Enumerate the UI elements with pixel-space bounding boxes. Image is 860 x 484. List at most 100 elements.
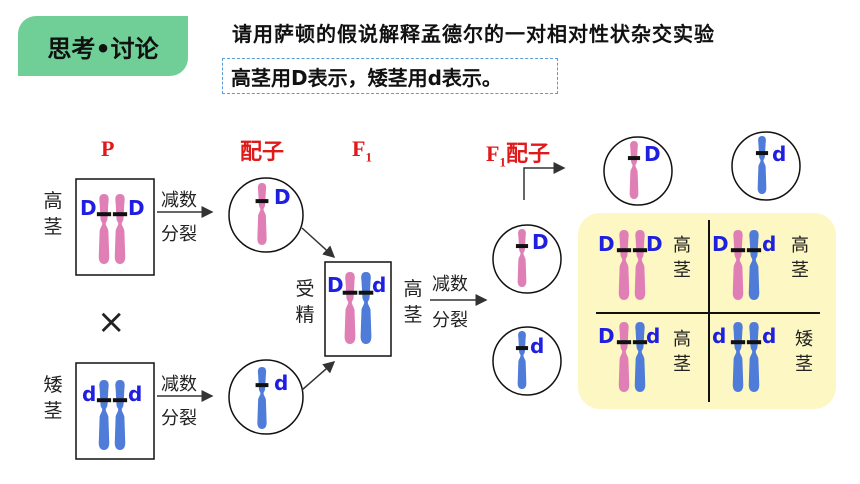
arrow-fertilize-from-d [301, 361, 336, 391]
header-f1-gamete-letter: F [486, 141, 500, 166]
chromosome-offspring-1-right-gene-locus [632, 248, 648, 253]
question-text: 请用萨顿的假说解释孟德尔的一对相对性状杂交实验 [232, 22, 715, 46]
punnett-cell-4-phenotype: 矮茎 [795, 329, 813, 375]
gene-gamete-d: d [274, 371, 288, 395]
chromosome-offspring-3-right [634, 322, 646, 392]
f1-gamete-circle-D [492, 224, 562, 294]
chromosome-f1-left [344, 272, 356, 344]
chromosome-offspring-4-left-gene-locus [730, 340, 746, 345]
chromosome-f1-left-gene-locus [342, 290, 358, 295]
arrow-f1-gamete-to-top [523, 162, 566, 200]
gene-offspring-2-left: D [712, 232, 729, 256]
chromosome-parent-dwarf-right [114, 380, 126, 450]
chromosome-offspring-3-left-gene-locus [616, 340, 632, 345]
gene-f1-left: D [327, 273, 344, 297]
step-meiosis-bottom-line1: 减数 [161, 374, 197, 395]
step-meiosis-f1-line2: 分裂 [432, 310, 468, 331]
punnett-cell-1-phenotype: 高茎 [673, 235, 691, 281]
chromosome-f1-gamete-D-gene-locus [515, 244, 529, 249]
gene-offspring-4-right: d [762, 324, 776, 348]
gamete-circle-d [228, 359, 304, 435]
chromosome-offspring-2-right-gene-locus [746, 248, 762, 253]
chromosome-gamete-D [257, 183, 267, 245]
chromosome-parent-dwarf-left [98, 380, 110, 450]
punnett-cell-2-phenotype: 高茎 [791, 235, 809, 281]
chromosome-offspring-4-right [748, 322, 760, 392]
step-meiosis-top-line2: 分裂 [161, 224, 197, 245]
step-meiosis-f1-line1: 减数 [432, 274, 468, 295]
chromosome-offspring-1-left-gene-locus [616, 248, 632, 253]
header-f1-gamete: F1配子 [486, 136, 550, 170]
gene-parent-dwarf-left: d [82, 382, 96, 406]
f1-gamete-top-circle-D [603, 136, 673, 206]
gene-f1-gamete-top-D: D [644, 142, 661, 166]
cross-symbol: × [97, 302, 126, 342]
f1-zygote-box [324, 261, 392, 357]
label-fertilization: 受精 [295, 278, 315, 326]
gene-f1-gamete-top-d: d [772, 142, 786, 166]
chromosome-gamete-d [257, 367, 267, 429]
chromosome-offspring-4-right-gene-locus [746, 340, 762, 345]
header-f1-gamete-subscript: 1 [499, 154, 506, 170]
notation-note: 高茎用D表示，矮茎用d表示。 [222, 58, 558, 94]
gene-offspring-1-left: D [598, 232, 615, 256]
gene-offspring-3-left: D [598, 324, 615, 348]
arrow-fertilize-from-D [301, 227, 336, 259]
header-f1-gamete-label: 配子 [505, 142, 550, 167]
step-meiosis-bottom-line2: 分裂 [161, 408, 197, 429]
notation-note-text: 高茎用D表示，矮茎用d表示。 [231, 65, 502, 90]
gene-f1-gamete-d: d [530, 334, 544, 358]
gene-offspring-3-right: d [646, 324, 660, 348]
discussion-badge: 思考•讨论 [18, 16, 188, 76]
chromosome-f1-gamete-top-d-gene-locus [755, 151, 769, 156]
header-f1-subscript: 1 [365, 149, 372, 165]
chromosome-offspring-1-left [618, 230, 630, 300]
step-meiosis-top-line1: 减数 [161, 190, 197, 211]
gene-parent-tall-left: D [80, 196, 97, 220]
gene-parent-dwarf-right: d [128, 382, 142, 406]
gene-f1-gamete-D: D [532, 230, 549, 254]
chromosome-offspring-4-left [732, 322, 744, 392]
parent-tall-box [75, 178, 155, 276]
chromosome-gamete-D-gene-locus [255, 199, 269, 204]
chromosome-parent-dwarf-right-gene-locus [112, 398, 128, 403]
gene-offspring-2-right: d [762, 232, 776, 256]
gene-f1-right: d [372, 273, 386, 297]
label-dwarf-stem: 矮茎 [43, 374, 63, 422]
header-f1-letter: F [352, 136, 366, 161]
header-p: P [101, 136, 115, 161]
gene-gamete-D: D [274, 185, 291, 209]
chromosome-offspring-2-right [748, 230, 760, 300]
gamete-circle-D [228, 177, 304, 253]
chromosome-f1-gamete-D [517, 229, 527, 287]
chromosome-offspring-3-left [618, 322, 630, 392]
chromosome-parent-dwarf-left-gene-locus [96, 398, 112, 403]
chromosome-offspring-3-right-gene-locus [632, 340, 648, 345]
chromosome-parent-tall-left-gene-locus [96, 212, 112, 217]
chromosome-f1-gamete-d [517, 331, 527, 389]
punnett-cell-3-phenotype: 高茎 [673, 329, 691, 375]
gene-parent-tall-right: D [128, 196, 145, 220]
chromosome-f1-gamete-d-gene-locus [515, 346, 529, 351]
chromosome-offspring-1-right [634, 230, 646, 300]
chromosome-f1-right [360, 272, 372, 344]
gene-offspring-4-left: d [712, 324, 726, 348]
header-f1: F1 [352, 136, 372, 165]
chromosome-gamete-d-gene-locus [255, 383, 269, 388]
chromosome-f1-gamete-top-d [757, 136, 767, 194]
f1-gamete-top-circle-d [731, 131, 801, 201]
f1-gamete-circle-d [492, 326, 562, 396]
chromosome-f1-gamete-top-D [629, 141, 639, 199]
header-gamete: 配子 [240, 140, 285, 165]
chromosome-f1-right-gene-locus [358, 290, 374, 295]
chromosome-f1-gamete-top-D-gene-locus [627, 156, 641, 161]
chromosome-parent-tall-right-gene-locus [112, 212, 128, 217]
chromosome-parent-tall-left [98, 194, 110, 264]
gene-offspring-1-right: D [646, 232, 663, 256]
label-tall-stem: 高茎 [43, 190, 63, 238]
badge-label: 思考•讨论 [47, 34, 159, 63]
chromosome-offspring-2-left-gene-locus [730, 248, 746, 253]
label-f1-tall: 高茎 [403, 278, 423, 326]
